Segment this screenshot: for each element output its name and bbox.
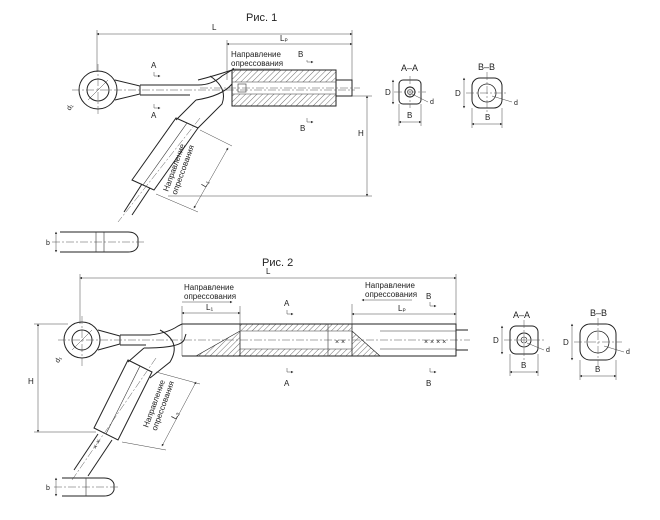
svg-text:опрессования: опрессования <box>184 292 236 301</box>
eye-loop-fig1: d₁ <box>66 64 355 116</box>
section-AA-fig2: A–A D B d <box>493 310 550 376</box>
section-marks-fig2: A A B B <box>284 292 437 388</box>
dim-L1-label-fig2: L₁ <box>206 303 213 312</box>
direction-label-angled-fig1: Направление опрессования L₁ <box>155 129 233 213</box>
rod-body-fig2 <box>120 323 187 379</box>
svg-text:D: D <box>455 89 461 98</box>
svg-text:опрессования: опрессования <box>231 59 283 68</box>
figure-2: Рис. 2 L Направление опрессования L₁ Нап… <box>28 257 630 497</box>
section-BB-fig2: B–B D B d <box>563 308 630 380</box>
svg-text:опрессования: опрессования <box>365 290 417 299</box>
svg-text:B: B <box>426 379 431 388</box>
svg-text:b: b <box>46 485 50 492</box>
section-marks-fig1: A A B B <box>151 50 314 133</box>
svg-text:B: B <box>300 124 305 133</box>
svg-text:d: d <box>430 99 434 106</box>
rod-body-fig1 <box>140 69 233 129</box>
dim-Lp-label: Lₚ <box>280 34 288 43</box>
direction-label-right-fig2: Направление опрессования Lₚ <box>351 281 457 330</box>
svg-text:B: B <box>595 365 600 374</box>
dim-L-label: L <box>212 23 217 32</box>
svg-text:B: B <box>485 113 490 122</box>
dimension-H-fig1: H <box>168 95 372 197</box>
figure-1: Рис. 1 L Lₚ Направление опрессования <box>46 12 518 253</box>
section-AA-fig1: A–A D B d <box>385 63 434 126</box>
svg-text:B: B <box>521 361 526 370</box>
svg-text:D: D <box>563 338 569 347</box>
svg-text:b: b <box>46 240 50 247</box>
svg-text:× × × ×: × × × × <box>424 339 446 346</box>
direction-label-top-fig1: Направление опрессования <box>231 50 283 71</box>
side-detail-fig2: b <box>46 477 120 497</box>
svg-text:B: B <box>407 111 412 120</box>
dim-H-label: H <box>358 129 364 138</box>
direction-label-left-fig2: Направление опрессования L₁ <box>181 283 241 356</box>
dim-d1-label: d₁ <box>66 102 76 111</box>
svg-text:A: A <box>151 111 157 120</box>
svg-text:B: B <box>426 292 431 301</box>
angled-sleeve-fig1 <box>117 117 201 223</box>
press-sleeve-fig2: × × × × × × <box>182 323 468 357</box>
figure-1-title: Рис. 1 <box>246 12 277 24</box>
svg-text:D: D <box>493 336 499 345</box>
svg-text:A–A: A–A <box>513 310 530 320</box>
svg-text:× ×: × × <box>92 438 103 450</box>
svg-text:B: B <box>298 50 303 59</box>
svg-text:B–B: B–B <box>590 308 607 318</box>
press-sleeve-fig1 <box>200 69 360 107</box>
dim-Lp-label-fig2: Lₚ <box>398 304 406 313</box>
angled-sleeve-fig2: × × <box>71 357 157 481</box>
direction-label-angled-fig2: Направление опрессования L₃ <box>121 371 201 451</box>
svg-text:d: d <box>514 100 518 107</box>
svg-text:d: d <box>626 349 630 356</box>
eye-loop-fig2: d₁ <box>54 316 470 366</box>
svg-text:d: d <box>546 347 550 354</box>
dimension-L-fig2: L <box>79 267 457 332</box>
svg-text:A: A <box>151 61 157 70</box>
side-detail-fig1: b <box>46 231 146 253</box>
svg-text:× ×: × × <box>335 339 345 346</box>
figure-2-title: Рис. 2 <box>262 257 293 269</box>
svg-text:A: A <box>284 299 290 308</box>
dimension-L-fig1: L <box>96 23 353 80</box>
dim-L3-label-fig2: L₃ <box>170 410 182 421</box>
dimension-H-fig2: H <box>28 323 96 433</box>
svg-text:A: A <box>284 379 290 388</box>
svg-text:Направление: Направление <box>365 281 416 290</box>
section-BB-fig1: B–B D B d <box>455 62 518 128</box>
dim-H-label-fig2: H <box>28 377 34 386</box>
svg-text:A–A: A–A <box>401 63 418 73</box>
dim-L1-label: L₁ <box>200 178 212 189</box>
dim-d1-label-fig2: d₁ <box>54 355 64 364</box>
svg-text:D: D <box>385 88 391 97</box>
svg-text:Направление: Направление <box>184 283 235 292</box>
svg-text:Направление: Направление <box>231 50 282 59</box>
svg-text:B–B: B–B <box>478 62 495 72</box>
dim-L-label-fig2: L <box>266 267 271 276</box>
